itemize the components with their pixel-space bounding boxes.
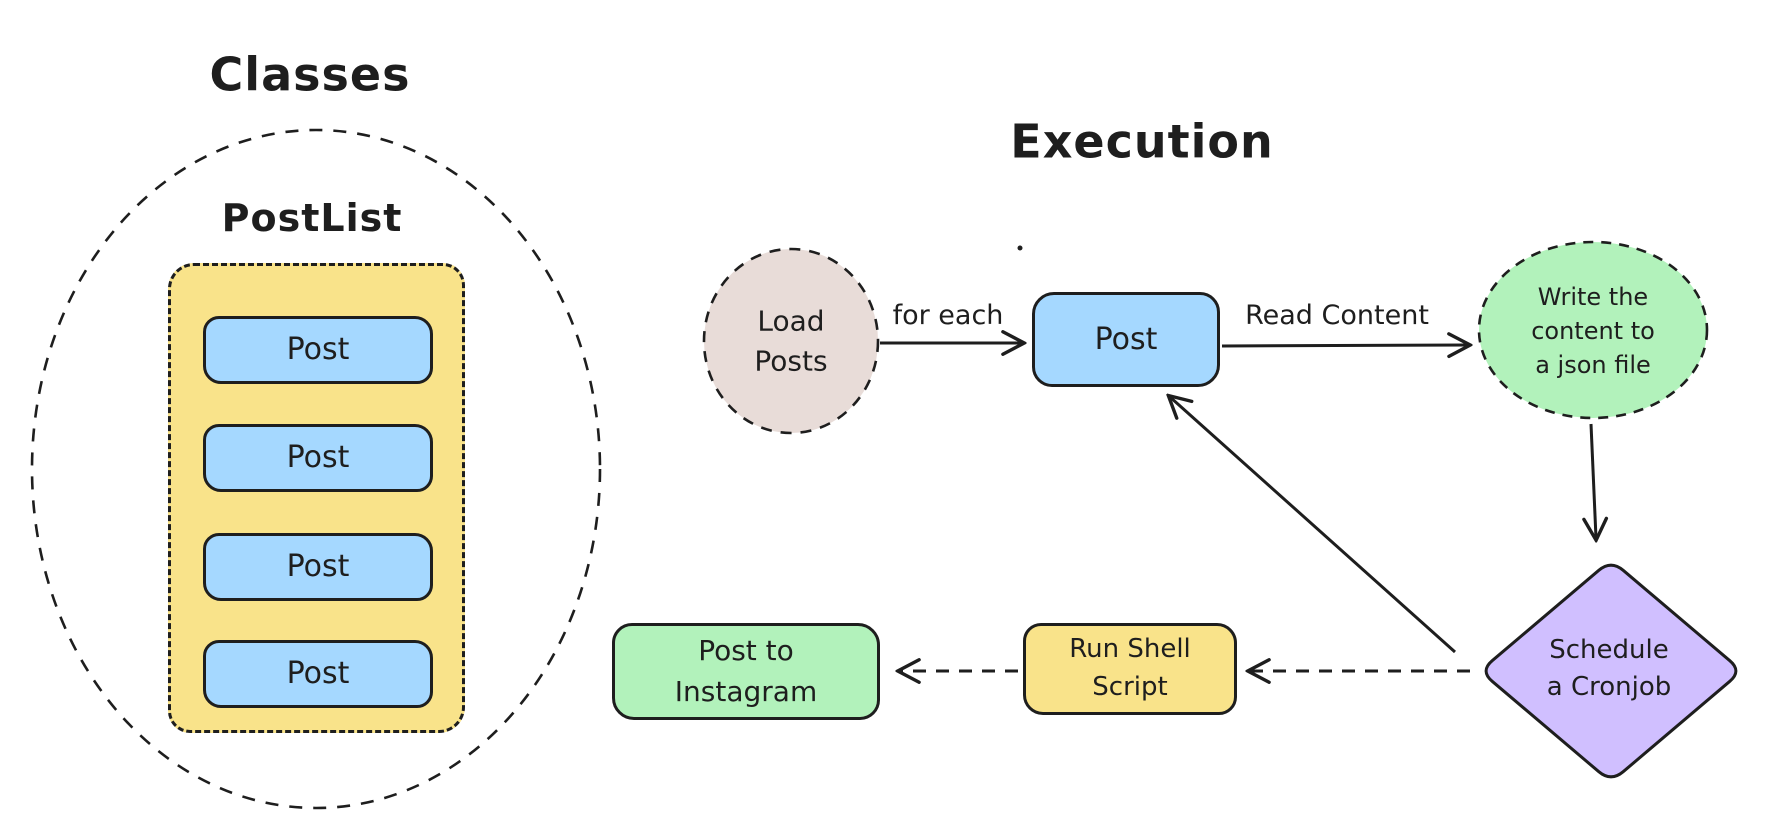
post-node[interactable]: Post xyxy=(1032,292,1220,387)
post-node-label: Post xyxy=(1094,321,1158,357)
post-item[interactable]: Post xyxy=(203,533,433,601)
load-posts-node[interactable] xyxy=(702,247,880,435)
schedule-cronjob-label: Schedule a Cronjob xyxy=(1546,635,1672,702)
postlist-container[interactable]: Post Post Post Post xyxy=(168,263,465,733)
arrow-write-to-cronjob xyxy=(1591,423,1596,538)
read-content-edge-label: Read Content xyxy=(1245,299,1429,331)
run-shell-label: Run Shell Script xyxy=(1069,634,1191,702)
classes-boundary-ellipse[interactable] xyxy=(30,128,602,810)
postlist-label: PostList xyxy=(221,196,403,241)
classes-section-title: Classes xyxy=(209,47,411,102)
arrow-read-content xyxy=(1221,345,1468,346)
for-each-edge-label: for each xyxy=(892,299,1004,331)
post-instagram-node[interactable]: Post to Instagram xyxy=(612,623,880,720)
post-item[interactable]: Post xyxy=(203,316,433,384)
schedule-cronjob-node[interactable] xyxy=(1484,563,1738,779)
write-json-label: Write the content to a json file xyxy=(1531,282,1655,380)
post-instagram-label: Post to Instagram xyxy=(674,633,818,708)
post-item[interactable]: Post xyxy=(203,424,433,492)
write-json-node[interactable] xyxy=(1477,240,1709,420)
post-item-label: Post xyxy=(286,656,350,692)
run-shell-node[interactable]: Run Shell Script xyxy=(1023,623,1237,715)
execution-section-title: Execution xyxy=(1010,114,1274,169)
stray-dot xyxy=(1017,245,1023,251)
post-item[interactable]: Post xyxy=(203,640,433,708)
post-item-label: Post xyxy=(286,332,350,368)
post-item-label: Post xyxy=(286,440,350,476)
post-item-label: Post xyxy=(286,549,350,585)
load-posts-label: Load Posts xyxy=(754,304,828,377)
arrow-cronjob-to-post xyxy=(1170,397,1457,654)
